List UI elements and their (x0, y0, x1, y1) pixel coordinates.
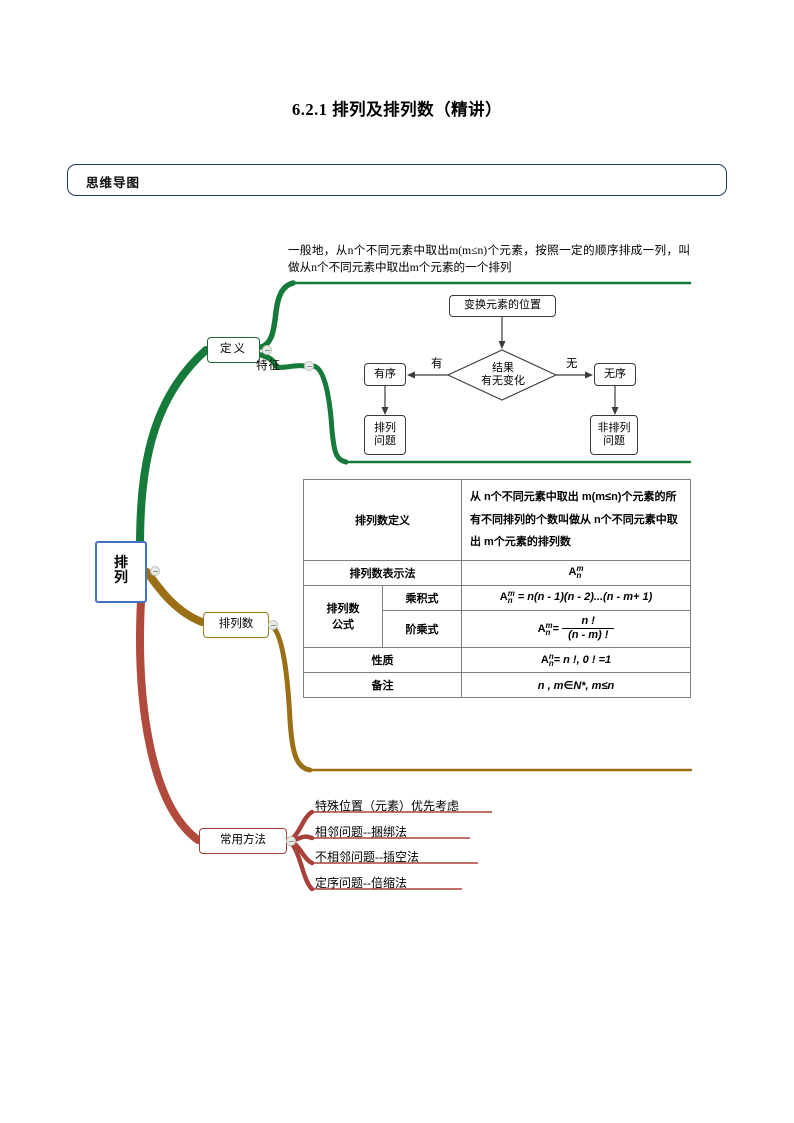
permutation-number-table: 排列数定义 从 n个不同元素中取出 m(m≤n)个元素的所有不同排列的个数叫做从… (303, 479, 691, 699)
cell-notation-label: 排列数表示法 (303, 559, 462, 586)
cell-definition-value: 从 n个不同元素中取出 m(m≤n)个元素的所有不同排列的个数叫做从 n个不同元… (461, 479, 691, 561)
product-expression: = n(n - 1)(n - 2)...(n - m+ 1) (517, 591, 653, 604)
flow-node-non-permutation-problem: 非排列 问题 (590, 415, 638, 455)
section-header-box: 思维导图 (67, 164, 727, 196)
cell-note-value: n , m∈N*, m≤n (461, 672, 691, 699)
cell-note-label: 备注 (303, 672, 462, 699)
permutation-problem-line2: 问题 (374, 435, 396, 447)
permutation-number-collapse-icon[interactable] (268, 620, 278, 630)
flow-decision-line2: 有无变化 (481, 375, 525, 388)
flow-edge-label-has: 有 (431, 358, 443, 370)
flow-edge-label-none: 无 (566, 358, 578, 370)
cell-definition-label: 排列数定义 (303, 479, 462, 561)
factorial-denominator: (n - m) ! (562, 628, 615, 643)
cell-product-label: 乘积式 (382, 584, 462, 611)
cell-property-label: 性质 (303, 647, 462, 674)
method-item: 定序问题--倍缩法 (315, 876, 407, 890)
flow-decision-line1: 结果 (492, 362, 514, 374)
definition-paragraph: 一般地，从n个不同元素中取出m(m≤n)个元素，按照一定的顺序排成一列，叫做从n… (288, 244, 690, 274)
factorial-numerator: n ! (581, 614, 595, 627)
non-permutation-problem-line1: 非排列 (597, 422, 631, 435)
formula-label-line2: 公式 (332, 619, 354, 632)
section-header-label: 思维导图 (86, 176, 141, 190)
flow-node-change-position: 变换元素的位置 (449, 295, 556, 317)
non-permutation-problem-line2: 问题 (603, 435, 625, 447)
root-label-line1: 排 (114, 556, 128, 572)
flow-node-permutation-problem: 排列 问题 (364, 415, 406, 455)
property-expression: = n !, 0 ! =1 (553, 653, 612, 666)
page-title: 6.2.1 排列及排列数（精讲） (291, 100, 503, 119)
factorial-fraction: n ! (n - m) ! (562, 614, 615, 644)
flow-node-ordered: 有序 (364, 363, 406, 386)
method-item: 不相邻问题--插空法 (315, 850, 419, 864)
flow-node-unordered: 无序 (594, 363, 636, 386)
method-item: 特殊位置（元素）优先考虑 (315, 799, 460, 813)
branch-node-permutation-number[interactable]: 排列数 (203, 612, 269, 638)
flow-decision-label: 结果 有无变化 (456, 362, 550, 388)
permutation-problem-line1: 排列 (374, 422, 396, 435)
root-collapse-icon[interactable] (150, 566, 160, 576)
definition-collapse-icon[interactable] (262, 345, 272, 355)
notation-symbol-A: A (568, 566, 577, 579)
feature-label: 特征 (256, 360, 281, 372)
branch-node-definition[interactable]: 定义 (207, 337, 260, 363)
mindmap-root-node[interactable]: 排 列 (95, 541, 147, 603)
table-row-note: 备注 n , m∈N*, m≤n (303, 672, 691, 699)
method-item: 相邻问题--捆绑法 (315, 825, 407, 839)
table-row-definition: 排列数定义 从 n个不同元素中取出 m(m≤n)个元素的所有不同排列的个数叫做从… (303, 479, 691, 561)
formula-label-line1: 排列数 (326, 603, 360, 616)
feature-collapse-icon[interactable] (304, 361, 314, 371)
cell-factorial-label: 阶乘式 (382, 609, 462, 649)
root-label-line2: 列 (114, 571, 128, 586)
common-methods-collapse-icon[interactable] (286, 836, 296, 846)
branch-node-common-methods[interactable]: 常用方法 (199, 828, 287, 854)
cell-formula-label: 排列数 公式 (303, 584, 383, 649)
